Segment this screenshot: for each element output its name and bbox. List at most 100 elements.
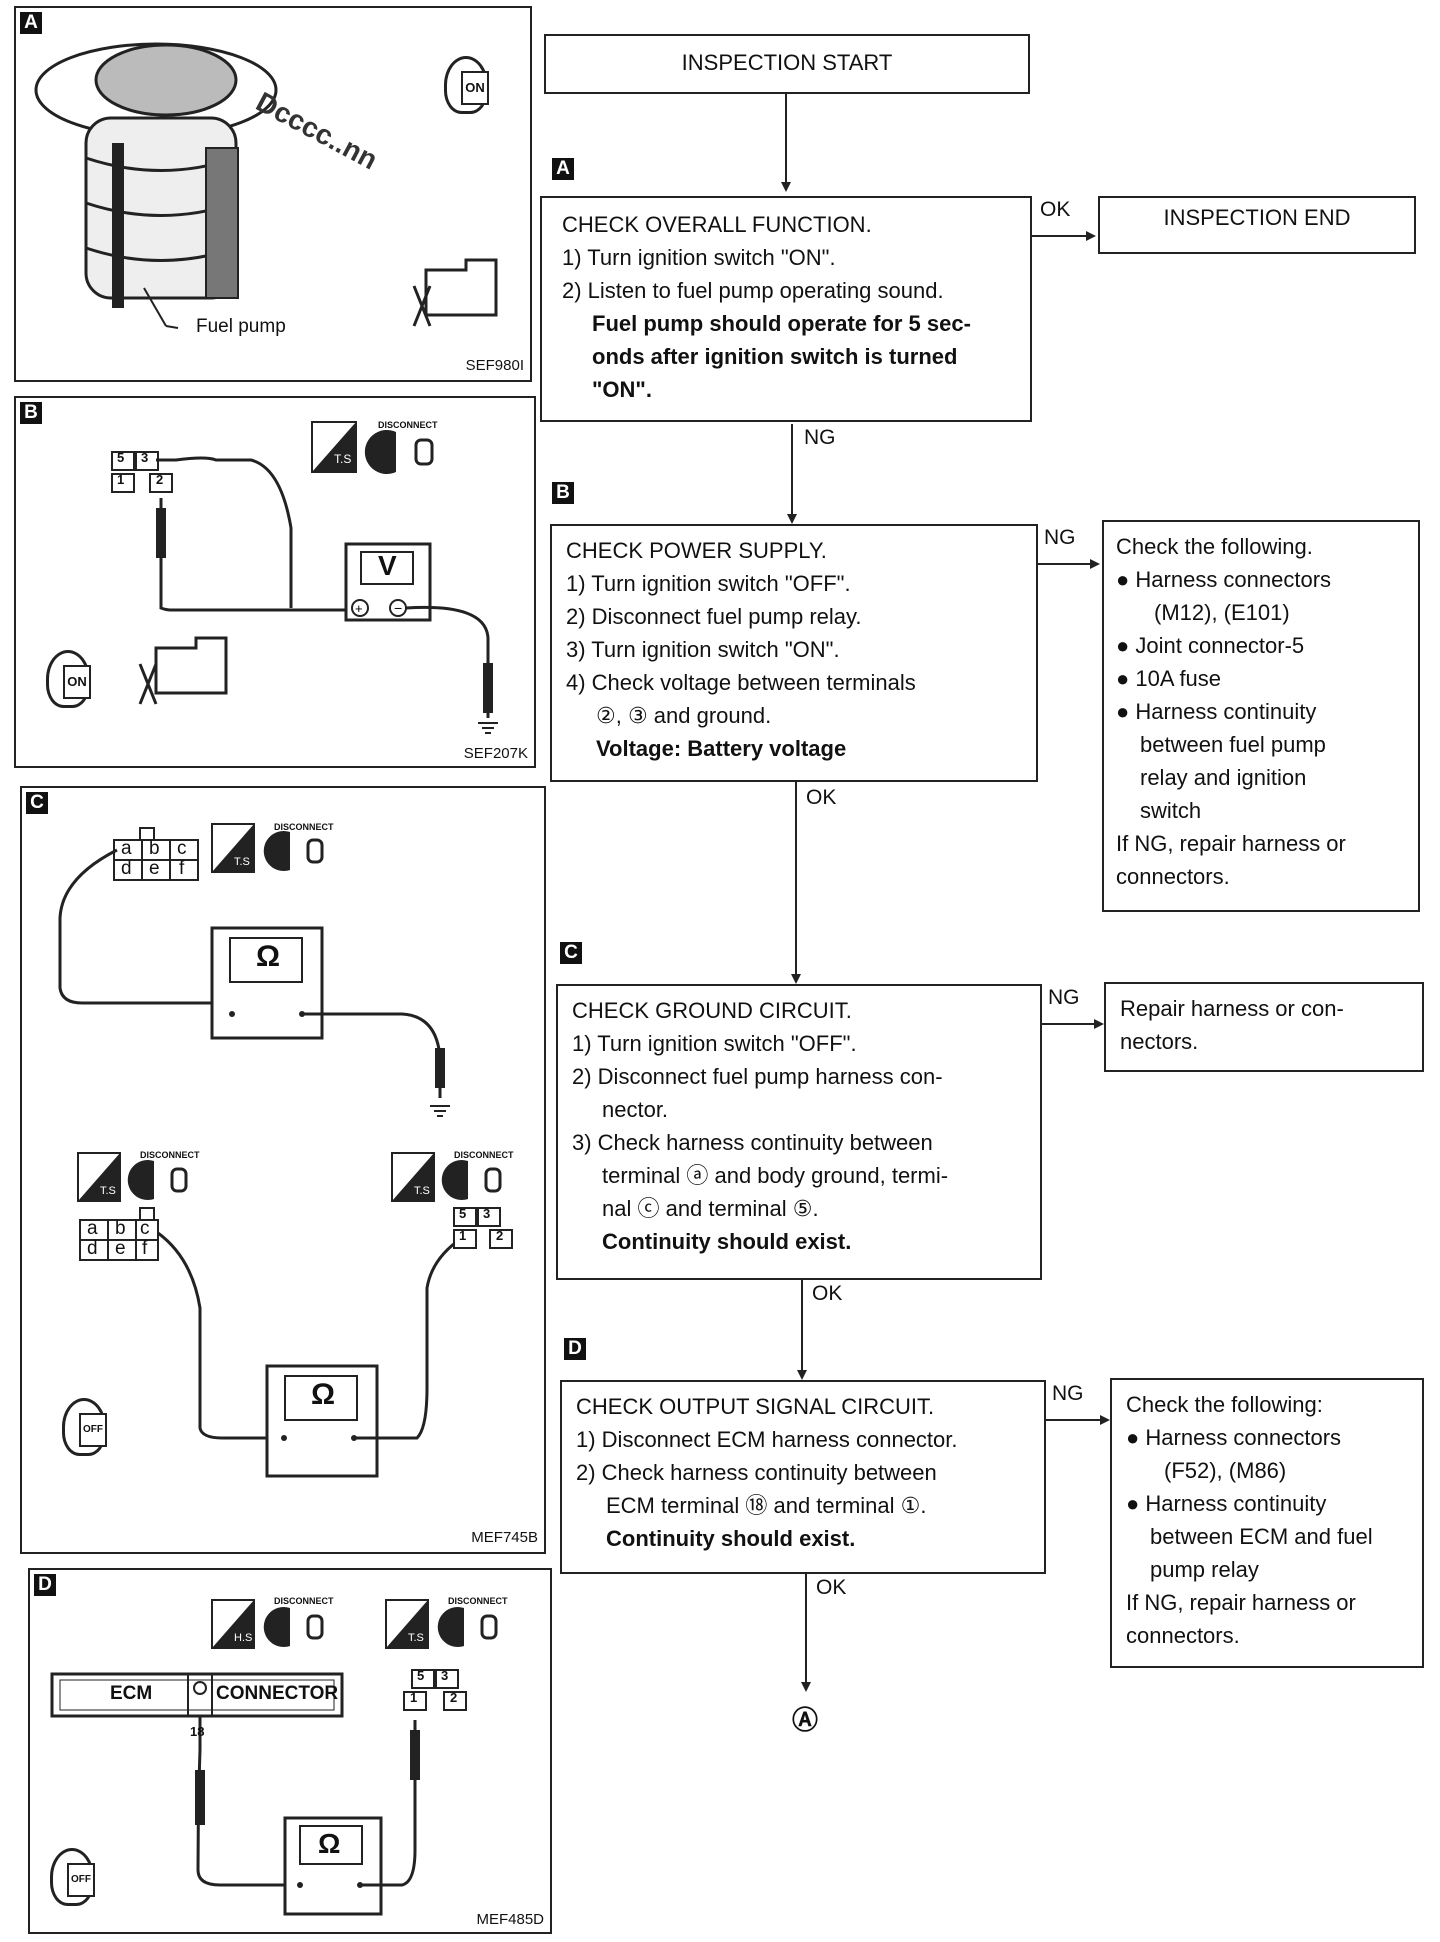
b-ng-line-2: ● Harness connectors — [1116, 567, 1332, 592]
step-b-ng-box: Check the following. ● Harness connector… — [1102, 520, 1420, 912]
grid-a-bottom: a — [87, 1218, 98, 1239]
d-ng-line-5: between ECM and fuel — [1150, 1524, 1373, 1549]
d-ng-line-4: ● Harness continuity — [1126, 1491, 1327, 1516]
continue-marker-a: Ⓐ — [792, 1705, 819, 1735]
step-b-ng-label: NG — [1044, 526, 1076, 549]
step-a-title: CHECK OVERALL FUNCTION. — [562, 212, 872, 237]
grid-d-top: d — [121, 858, 132, 879]
relay-term-1-c: 1 — [459, 1228, 467, 1243]
relay-term-5: 5 — [117, 450, 125, 465]
step-d-ng-box: Check the following: ● Harness connector… — [1110, 1378, 1424, 1668]
grid-d-bottom: d — [87, 1238, 98, 1259]
step-d-title: CHECK OUTPUT SIGNAL CIRCUIT. — [576, 1394, 935, 1419]
relay-term-1-d: 1 — [410, 1690, 418, 1705]
grid-b-top: b — [149, 838, 160, 859]
step-c-bold-1: Continuity should exist. — [602, 1229, 852, 1254]
ecm-label: ECM — [110, 1683, 153, 1704]
d-ng-line-1: Check the following: — [1126, 1392, 1323, 1417]
b-ng-line-8: relay and ignition — [1140, 765, 1307, 790]
d-ng-line-7: If NG, repair harness or — [1126, 1590, 1356, 1615]
step-b-line-4: 4) Check voltage between terminals — [566, 670, 916, 695]
step-d-bold-1: Continuity should exist. — [606, 1526, 856, 1551]
panel-c-code: MEF745B — [471, 1529, 538, 1546]
ignition-key-on-icon-b: ON — [46, 650, 91, 708]
disconnect-label-c2: DISCONNECT — [140, 1150, 200, 1160]
relay-term-3-d: 3 — [441, 1668, 449, 1683]
svg-text:−: − — [394, 600, 402, 616]
output-signal-diagram — [50, 1599, 498, 1916]
step-c-ng-label: NG — [1048, 986, 1080, 1009]
ignition-key-off-icon-d: OFF — [50, 1848, 95, 1906]
d-ng-line-6: pump relay — [1150, 1557, 1259, 1582]
step-d-line-2: 2) Check harness continuity between — [576, 1460, 937, 1485]
step-d-ng-label: NG — [1052, 1382, 1084, 1405]
panel-a-tag: A — [20, 12, 42, 34]
panel-d-code: MEF485D — [476, 1911, 544, 1928]
voltmeter-label: V — [378, 550, 397, 581]
panel-c-tag: C — [26, 792, 48, 814]
grid-c-top: c — [177, 838, 187, 859]
d-ng-line-2: ● Harness connectors — [1126, 1425, 1342, 1450]
step-b-tag: B — [552, 482, 574, 504]
relay-term-2: 2 — [156, 472, 164, 487]
relay-term-5-c: 5 — [459, 1206, 467, 1221]
step-d-tag: D — [564, 1338, 586, 1360]
inspection-start-box: INSPECTION START — [544, 34, 1030, 94]
grid-e-top: e — [149, 858, 160, 879]
step-b-box: CHECK POWER SUPPLY. 1) Turn ignition swi… — [550, 524, 1038, 782]
disconnect-label: DISCONNECT — [378, 420, 438, 430]
step-a-ng-label: NG — [804, 426, 836, 449]
step-b-bold-1: Voltage: Battery voltage — [596, 736, 847, 761]
grid-f-top: f — [179, 858, 185, 879]
step-d-box: CHECK OUTPUT SIGNAL CIRCUIT. 1) Disconne… — [560, 1380, 1046, 1574]
relay-term-2-d: 2 — [450, 1690, 458, 1705]
b-ng-line-9: switch — [1140, 798, 1202, 823]
ignition-key-off-icon-c: OFF — [62, 1398, 107, 1456]
step-d-line-1: 1) Disconnect ECM harness connector. — [576, 1427, 958, 1452]
fuel-pump-label: Fuel pump — [196, 316, 286, 337]
relay-term-5-d: 5 — [417, 1668, 425, 1683]
panel-c: C a — [20, 786, 546, 1554]
step-b-ok-label: OK — [806, 786, 837, 809]
step-a-tag: A — [552, 158, 574, 180]
step-c-line-2: 2) Disconnect fuel pump harness con- — [572, 1064, 943, 1089]
step-c-box: CHECK GROUND CIRCUIT. 1) Turn ignition s… — [556, 984, 1042, 1280]
step-c-line-6: nal ⓒ and terminal ⑤. — [602, 1196, 819, 1221]
b-ng-line-6: ● Harness continuity — [1116, 699, 1317, 724]
step-c-title: CHECK GROUND CIRCUIT. — [572, 998, 852, 1023]
grid-e-bottom: e — [115, 1238, 126, 1259]
panel-d: D ECM CONNECTOR 18 5 3 1 2 Ω H.S T.S DIS… — [28, 1568, 552, 1934]
step-a-box: CHECK OVERALL FUNCTION. 1) Turn ignition… — [540, 196, 1032, 422]
step-c-ok-label: OK — [812, 1282, 843, 1305]
step-a-bold-2: onds after ignition switch is turned — [592, 344, 958, 369]
step-b-line-1: 1) Turn ignition switch "OFF". — [566, 571, 851, 596]
c-ng-line-1: Repair harness or con- — [1120, 996, 1344, 1021]
inspection-end-label: INSPECTION END — [1163, 205, 1351, 230]
ground-circuit-diagram — [58, 823, 513, 1478]
inspection-start-label: INSPECTION START — [681, 50, 893, 75]
step-a-line-2: 2) Listen to fuel pump operating sound. — [562, 278, 944, 303]
step-d-ok-label: OK — [816, 1576, 847, 1599]
voltage-check-diagram: +− — [111, 421, 498, 734]
panel-a: A Dcccc..nn ON Fuel pump SEF980I — [14, 6, 532, 382]
step-a-line-1: 1) Turn ignition switch "ON". — [562, 245, 836, 270]
ts-label-c2: T.S — [100, 1185, 116, 1197]
ohmmeter-label-top: Ω — [256, 940, 281, 973]
ohmmeter-label-bottom: Ω — [311, 1378, 336, 1411]
ts-label-d: T.S — [408, 1632, 424, 1644]
d-ng-line-3: (F52), (M86) — [1164, 1458, 1287, 1483]
step-c-line-5: terminal ⓐ and body ground, termi- — [602, 1163, 949, 1188]
inspection-end-box: INSPECTION END — [1098, 196, 1416, 254]
b-ng-line-1: Check the following. — [1116, 534, 1313, 559]
panel-b: B +− 5 3 1 2 V T.S DISCONNECT ON SEF207K — [14, 396, 536, 768]
grid-c-bottom: c — [140, 1218, 150, 1239]
panel-b-tag: B — [20, 402, 42, 424]
ts-label: T.S — [334, 452, 352, 466]
fuel-pump-illustration: Dcccc..nn — [34, 42, 498, 329]
ohmmeter-label-d: Ω — [318, 1828, 341, 1859]
hs-label: H.S — [234, 1632, 253, 1644]
step-a-bold-3: "ON". — [592, 377, 652, 402]
step-c-line-3: nector. — [602, 1097, 669, 1122]
b-ng-line-3: (M12), (E101) — [1154, 600, 1290, 625]
